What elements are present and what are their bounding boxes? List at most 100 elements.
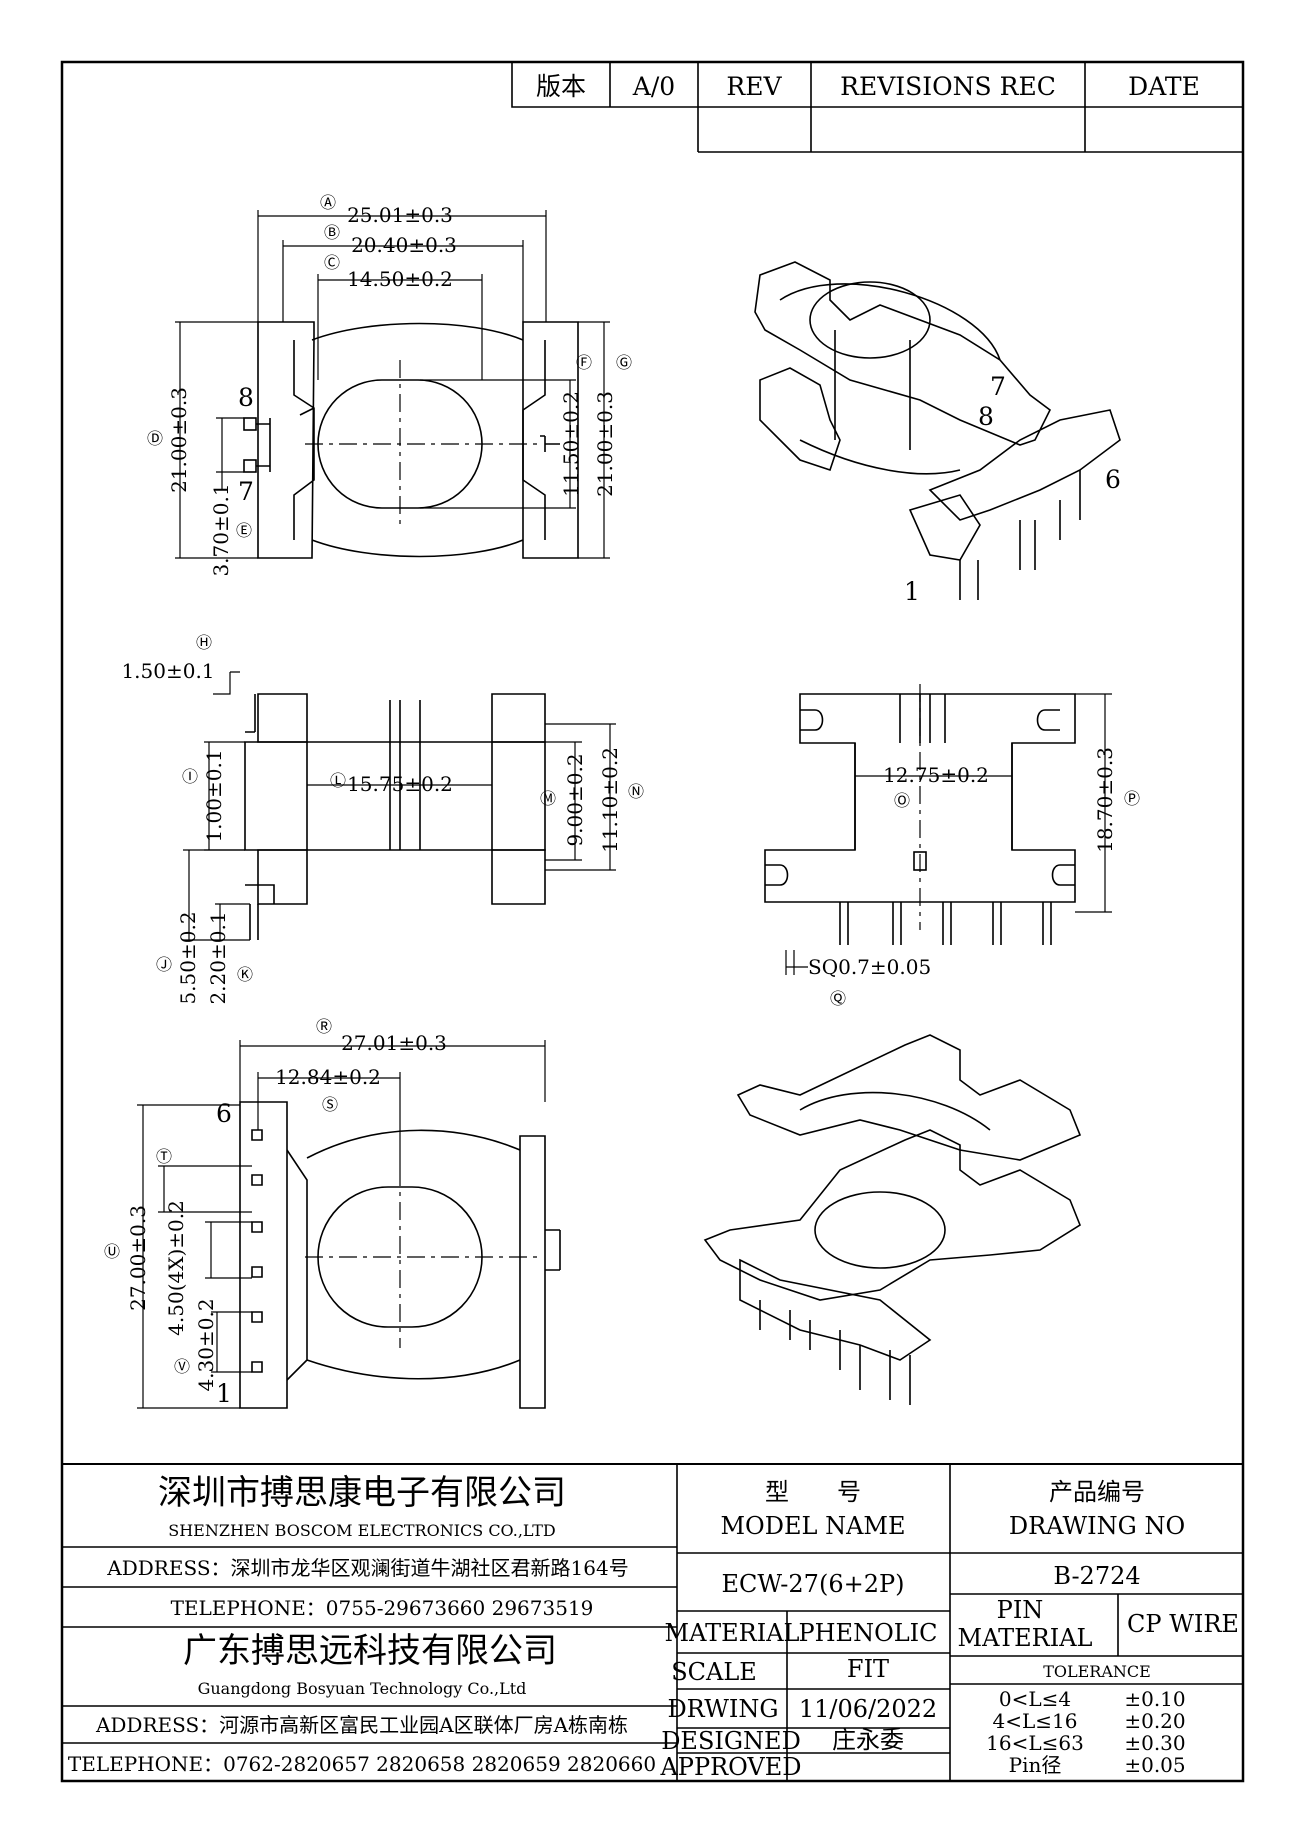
- bottom-view: Ⓡ 27.01±0.3 12.84±0.2 Ⓢ Ⓣ 4.50(4X)±0.2 Ⓤ…: [104, 1017, 561, 1409]
- designed-value: 庄永委: [832, 1726, 904, 1754]
- version-label: 版本: [536, 72, 586, 101]
- iso-view-bottom: [703, 1034, 1082, 1405]
- dim-j: 5.50±0.2: [176, 911, 200, 1004]
- tolerance-range: 0<L≤4: [999, 1687, 1071, 1711]
- tolerance-range: 4<L≤16: [993, 1709, 1078, 1733]
- dim-p: 18.70±0.3: [1093, 747, 1117, 853]
- svg-text:Ⓛ: Ⓛ: [330, 771, 346, 790]
- address2: ADDRESS：河源市高新区富民工业园A区联体厂房A栋南栋: [95, 1713, 628, 1737]
- telephone1: TELEPHONE：0755-29673660 29673519: [171, 1596, 594, 1620]
- svg-text:Ⓡ: Ⓡ: [316, 1017, 332, 1036]
- top-pin-8-label: 8: [238, 383, 254, 412]
- dim-b: 20.40±0.3: [351, 233, 457, 257]
- tolerance-range: 16<L≤63: [986, 1731, 1084, 1755]
- side-view: Ⓗ 1.50±0.1 Ⓘ 1.00±0.1 5.50±0.2 Ⓙ 2.20±0.…: [121, 633, 644, 1005]
- iso-pin-8: 8: [978, 402, 994, 431]
- material-label: MATERIAL: [665, 1619, 800, 1647]
- svg-text:Ⓚ: Ⓚ: [237, 965, 253, 984]
- dim-s: 12.84±0.2: [275, 1065, 381, 1089]
- dim-o: 12.75±0.2: [883, 763, 989, 787]
- dim-l: 15.75±0.2: [347, 772, 453, 796]
- svg-text:Ⓗ: Ⓗ: [196, 633, 212, 652]
- svg-text:Ⓓ: Ⓓ: [147, 429, 163, 448]
- dim-t: 4.50(4X)±0.2: [164, 1200, 188, 1336]
- dim-u: 27.00±0.3: [126, 1205, 150, 1311]
- dim-m: 9.00±0.2: [563, 753, 587, 846]
- svg-text:Ⓣ: Ⓣ: [156, 1147, 172, 1166]
- designed-label: DESIGNED: [661, 1727, 801, 1755]
- dim-q: SQ0.7±0.05: [808, 955, 931, 979]
- svg-text:Ⓔ: Ⓔ: [236, 521, 252, 540]
- drwing-value: 11/06/2022: [799, 1695, 937, 1723]
- revisions-label: REVISIONS REC: [840, 72, 1056, 101]
- date-label: DATE: [1128, 72, 1200, 101]
- drwing-label: DRWING: [667, 1695, 778, 1723]
- revision-table: 版本 A/0 REV REVISIONS REC DATE: [511, 62, 1243, 153]
- svg-text:Ⓢ: Ⓢ: [322, 1095, 338, 1114]
- model-value: ECW-27(6+2P): [722, 1570, 905, 1598]
- tolerance-value: ±0.05: [1124, 1753, 1185, 1777]
- dim-k: 2.20±0.1: [206, 911, 230, 1004]
- version-value: A/0: [632, 72, 675, 101]
- company1-en: SHENZHEN BOSCOM ELECTRONICS CO.,LTD: [168, 1521, 555, 1540]
- telephone2: TELEPHONE：0762-2820657 2820658 2820659 2…: [68, 1752, 656, 1776]
- model-label-en: MODEL NAME: [720, 1512, 905, 1540]
- svg-text:Ⓤ: Ⓤ: [104, 1242, 120, 1261]
- tolerance-value: ±0.30: [1124, 1731, 1185, 1755]
- tolerance-label: TOLERANCE: [1043, 1662, 1151, 1681]
- drawing-label-en: DRAWING NO: [1009, 1512, 1185, 1540]
- pin-material-label-1: PIN: [997, 1596, 1044, 1624]
- svg-text:Ⓟ: Ⓟ: [1124, 789, 1140, 808]
- approved-label: APPROVED: [659, 1753, 801, 1781]
- svg-text:Ⓕ: Ⓕ: [576, 353, 592, 372]
- iso-view-top: 7 8 6 1: [754, 261, 1121, 606]
- model-label-cn: 型 号: [765, 1478, 861, 1506]
- tolerance-range: Pin径: [1009, 1753, 1062, 1777]
- rev-label: REV: [726, 72, 782, 101]
- tolerance-value: ±0.20: [1124, 1709, 1185, 1733]
- svg-text:Ⓥ: Ⓥ: [174, 1357, 190, 1376]
- company2-en: Guangdong Bosyuan Technology Co.,Ltd: [198, 1679, 527, 1698]
- dim-h: 1.50±0.1: [121, 659, 214, 683]
- svg-text:Ⓠ: Ⓠ: [830, 989, 846, 1008]
- dim-g: 21.00±0.3: [593, 391, 617, 497]
- svg-text:Ⓜ: Ⓜ: [540, 789, 556, 808]
- pin-material-label-2: MATERIAL: [958, 1624, 1093, 1652]
- svg-text:Ⓖ: Ⓖ: [616, 353, 632, 372]
- dim-d: 21.00±0.3: [167, 387, 191, 493]
- iso-pin-7: 7: [990, 372, 1006, 401]
- svg-text:Ⓝ: Ⓝ: [628, 782, 644, 801]
- dim-n: 11.10±0.2: [598, 747, 622, 853]
- svg-text:Ⓙ: Ⓙ: [156, 955, 172, 974]
- drawing-label-cn: 产品编号: [1049, 1478, 1145, 1506]
- dim-i: 1.00±0.1: [202, 749, 226, 842]
- scale-value: FIT: [847, 1655, 889, 1683]
- address1: ADDRESS：深圳市龙华区观澜街道牛湖社区君新路164号: [106, 1556, 628, 1580]
- bottom-pin-6: 6: [216, 1099, 232, 1128]
- bottom-pin-1: 1: [216, 1379, 232, 1408]
- top-pin-7-label: 7: [238, 477, 254, 506]
- dim-r: 27.01±0.3: [341, 1031, 447, 1055]
- title-block: 深圳市搏思康电子有限公司 SHENZHEN BOSCOM ELECTRONICS…: [62, 1463, 1243, 1781]
- svg-text:Ⓞ: Ⓞ: [894, 791, 910, 810]
- material-value: PHENOLIC: [798, 1619, 937, 1647]
- tolerance-value: ±0.10: [1124, 1687, 1185, 1711]
- company1-cn: 深圳市搏思康电子有限公司: [158, 1473, 566, 1513]
- svg-text:Ⓒ: Ⓒ: [324, 253, 340, 272]
- front-view: 12.75±0.2 Ⓞ 18.70±0.3 Ⓟ SQ0.7±0.05 Ⓠ: [764, 684, 1140, 1008]
- tolerance-list: 0<L≤4 ±0.10 4<L≤16 ±0.20 16<L≤63 ±0.30 P…: [986, 1687, 1186, 1777]
- company2-cn: 广东搏思远科技有限公司: [183, 1631, 557, 1671]
- iso-pin-1: 1: [904, 577, 920, 606]
- dim-v: 4.30±0.2: [194, 1298, 218, 1391]
- dim-a: 25.01±0.3: [347, 203, 453, 227]
- drawing-value: B-2724: [1053, 1562, 1140, 1590]
- svg-text:Ⓐ: Ⓐ: [320, 193, 336, 212]
- dim-f: 11.50±0.2: [559, 391, 583, 497]
- dim-e: 3.70±0.1: [209, 483, 233, 576]
- dim-c: 14.50±0.2: [347, 267, 453, 291]
- pin-material-value: CP WIRE: [1127, 1610, 1239, 1638]
- sheet-border: [60, 60, 1245, 1783]
- svg-text:Ⓘ: Ⓘ: [182, 767, 198, 786]
- top-view: Ⓐ 25.01±0.3 Ⓑ 20.40±0.3 Ⓒ 14.50±0.2 Ⓓ 21…: [147, 193, 632, 577]
